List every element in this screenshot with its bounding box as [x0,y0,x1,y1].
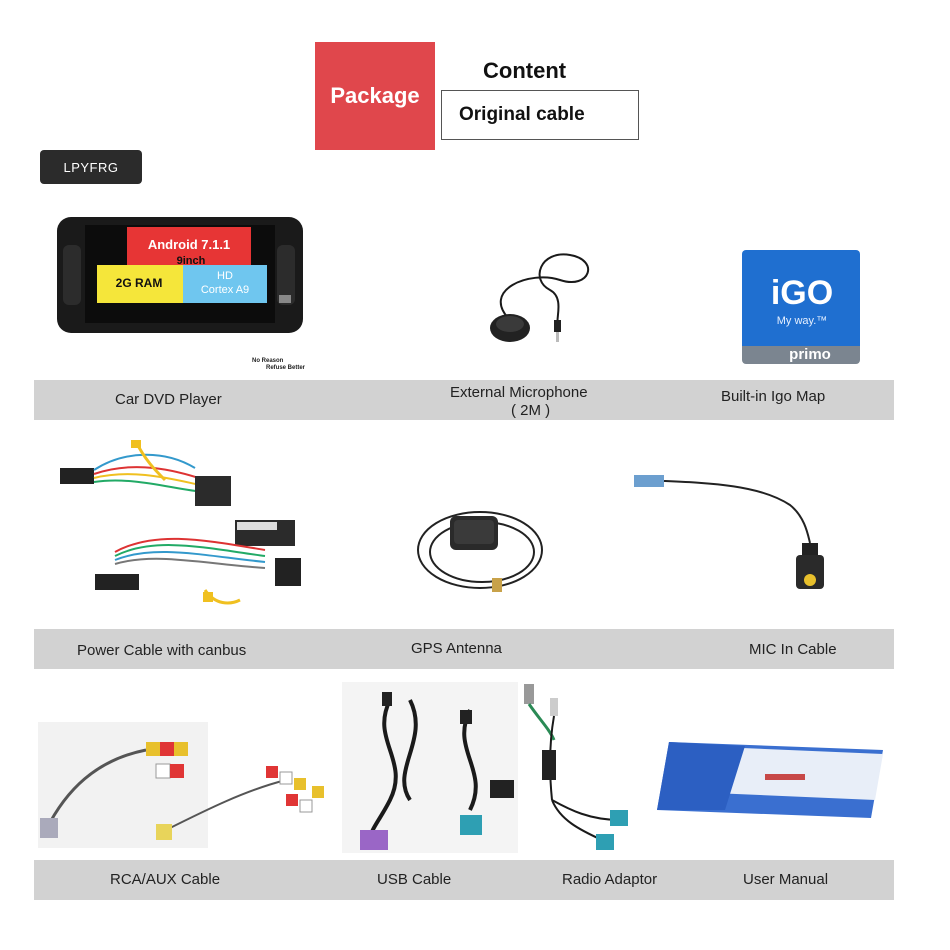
label-mic-in-cable: MIC In Cable [749,641,837,658]
label-radio-adaptor: Radio Adaptor [562,871,658,888]
car-dvd-player-image: Android 7.1.1 9inch 2G RAM HD Cortex A9 [55,215,305,335]
screen-size: 9inch [177,255,206,267]
small-print-2: Refuse Better [266,365,306,371]
user-manual-image [655,740,885,820]
brand-label: LPYFRG [63,159,119,175]
row3-band [34,860,894,900]
row1-band [34,380,894,420]
package-label: Package [330,83,420,108]
igo-logo-text: iGO [771,274,833,312]
package-badge: Package [315,42,435,150]
external-microphone-image [470,250,610,350]
content-box: Original cable [441,90,639,140]
gps-antenna-image [410,490,550,600]
content-title: Content [483,58,567,83]
label-gps-antenna: GPS Antenna [411,640,502,657]
content-value: Original cable [459,104,585,125]
label-microphone-length: ( 2M ) [511,402,551,419]
igo-tagline: My way.™ [777,315,828,327]
label-user-manual: User Manual [743,871,829,888]
row2-band [34,629,894,669]
label-igo-map: Built-in Igo Map [721,388,826,405]
label-power-cable: Power Cable with canbus [77,642,247,659]
mic-in-cable-image [630,465,850,595]
rca-aux-cable-image [36,720,336,850]
brand-tag: LPYFRG [40,150,142,184]
screen-os: Android 7.1.1 [148,237,230,252]
label-car-dvd-player: Car DVD Player [115,391,222,408]
radio-adaptor-image [520,680,650,855]
igo-edition: primo [789,346,831,363]
label-external-microphone: External Microphone [450,384,588,401]
power-cable-image [55,440,305,620]
screen-cpu: Cortex A9 [201,284,249,296]
usb-cable-image [340,680,520,855]
screen-ram: 2G RAM [116,276,163,290]
label-usb-cable: USB Cable [377,871,452,888]
igo-map-image: iGO My way.™ primo [740,248,862,366]
small-print-1: No Reason [252,358,284,364]
screen-hd: HD [217,270,233,282]
label-rca-aux-cable: RCA/AUX Cable [110,871,221,888]
